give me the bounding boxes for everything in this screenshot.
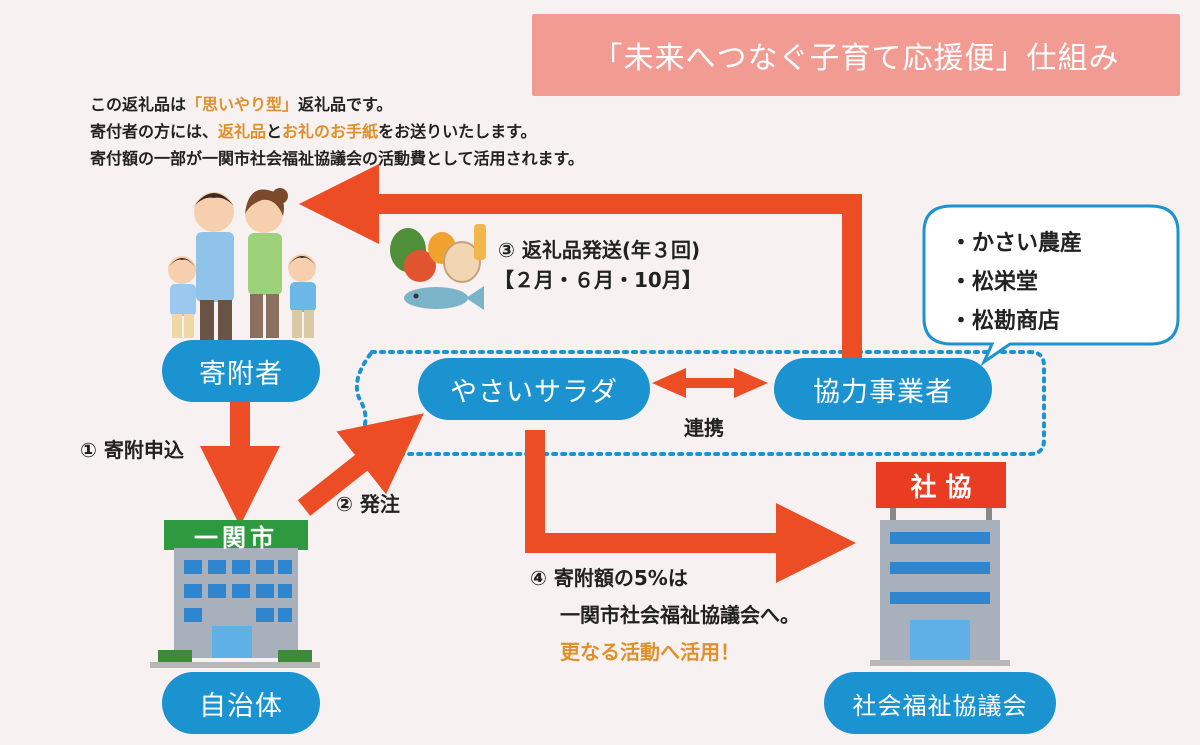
intro-text-part: をお送りいたします。 <box>378 122 537 141</box>
partner-item-label: 松栄堂 <box>972 270 1039 295</box>
intro-text-part: 寄付者の方には、 <box>90 122 219 141</box>
node-partner: 協力事業者 <box>774 358 992 420</box>
intro-highlight: 返礼品 <box>218 122 267 141</box>
intro-line-3: 寄付額の一部が一関市社会福祉協議会の活動費として活用されます。 <box>90 149 584 168</box>
intro-text-part: この返礼品は <box>90 95 187 114</box>
step-1-label: ① 寄附申込 <box>80 438 184 462</box>
step-4-text: ④ 寄附額の5%は 一関市社会福祉協議会へ。 更なる活動へ活用！ <box>530 560 800 671</box>
node-welfare-council: 社会福祉協議会 <box>824 672 1056 734</box>
welfare-sign: 社 協 <box>910 472 972 503</box>
arrow-order <box>297 413 424 516</box>
step-4-line-2: 一関市社会福祉協議会へ。 <box>560 603 800 627</box>
arrow-link-right-head <box>734 368 768 398</box>
partner-list: ・かさい農産 ・松栄堂 ・松勘商店 <box>924 206 1178 360</box>
produce-icon <box>390 224 486 310</box>
partner-item: ・松勘商店 <box>950 309 1061 334</box>
city-hall-sign: 一関市 <box>194 523 278 552</box>
step-3-label: ③ 返礼品発送(年３回) <box>498 238 701 262</box>
intro-highlight: お礼のお手紙 <box>282 122 379 141</box>
partner-bubble <box>922 204 1180 367</box>
arrow-five-percent <box>525 430 856 583</box>
intro-highlight: 「思いやり型」 <box>186 95 299 114</box>
intro-line-2: 寄付者の方には、返礼品とお礼のお手紙をお送りいたします。 <box>90 118 584 145</box>
step-2-label: ② 発注 <box>336 492 400 516</box>
partner-item-label: 松勘商店 <box>972 309 1061 334</box>
node-donor: 寄附者 <box>162 340 320 402</box>
intro-text-part: 返礼品です。 <box>298 95 393 114</box>
partner-item-label: かさい農産 <box>972 231 1083 256</box>
intro-text-part: と <box>266 122 283 141</box>
node-city: 自治体 <box>162 672 320 734</box>
link-label: 連携 <box>684 416 724 440</box>
welfare-building-icon <box>870 462 1010 666</box>
node-yasai-salad: やさいサラダ <box>418 358 650 420</box>
step-4-line-3: 更なる活動へ活用！ <box>560 640 740 664</box>
intro-text: この返礼品は「思いやり型」返礼品です。 寄付者の方には、返礼品とお礼のお手紙をお… <box>90 91 584 172</box>
partner-item: ・かさい農産 <box>950 231 1083 256</box>
page-title: 「未来へつなぐ子育て応援便」仕組み <box>532 14 1180 96</box>
family-icon <box>168 188 316 340</box>
arrow-return-gift <box>299 164 862 360</box>
partner-item: ・松栄堂 <box>950 270 1039 295</box>
city-hall-building-icon <box>150 520 320 668</box>
step-3-schedule: 【２月・６月・10月】 <box>494 268 702 292</box>
arrow-link-left-head <box>652 368 686 398</box>
intro-line-1: この返礼品は「思いやり型」返礼品です。 <box>90 91 584 118</box>
step-4-line-1: ④ 寄附額の5%は <box>530 566 688 590</box>
